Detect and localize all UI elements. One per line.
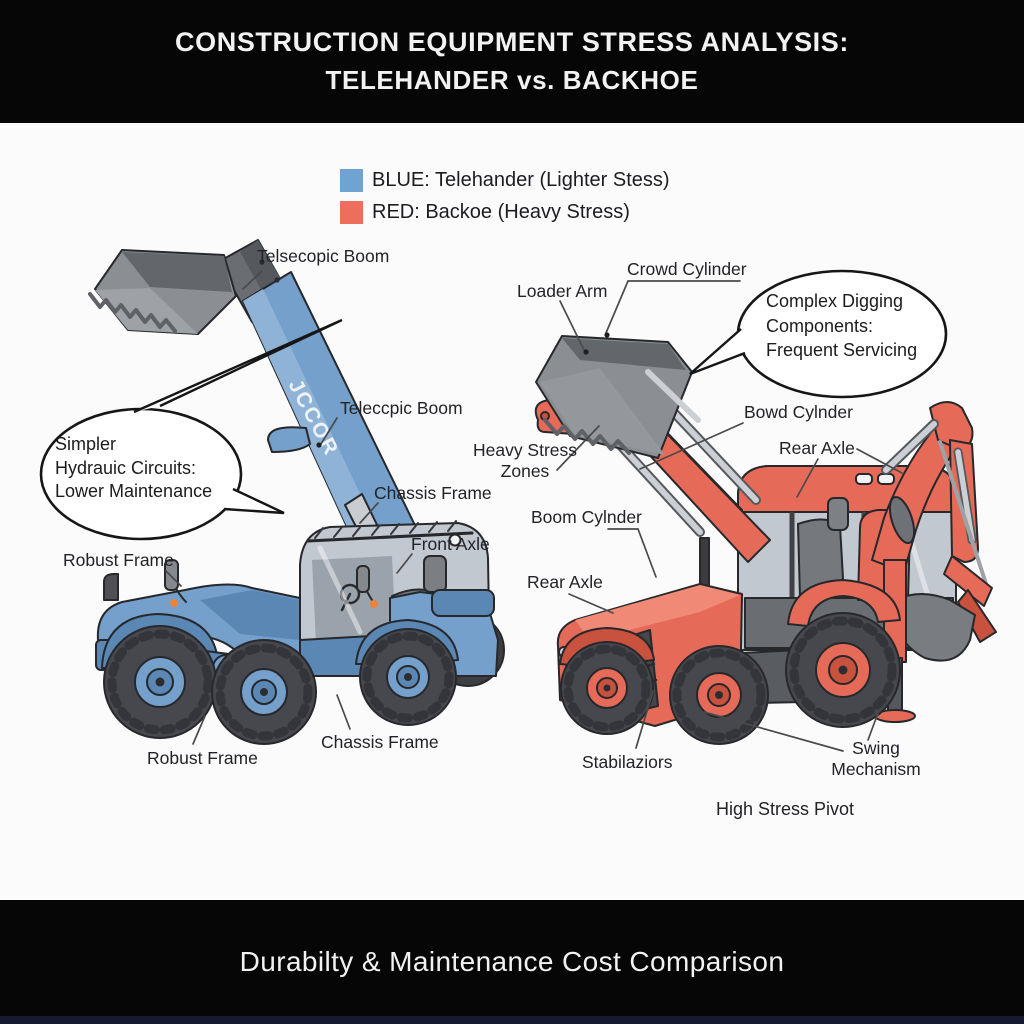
- telehandler-wheel-front: [359, 628, 457, 726]
- telehandler-illustration: JCCOR: [88, 239, 505, 745]
- backhoe-wheel-rear: [785, 612, 901, 728]
- backhoe-wheel-mid: [669, 645, 769, 745]
- label-stabilizers: Stabilaziors: [582, 752, 673, 772]
- right-bubble-line: Frequent Servicing: [766, 340, 918, 360]
- page-title-line1: CONSTRUCTION EQUIPMENT STRESS ANALYSIS:: [175, 27, 849, 57]
- leader-lines: [165, 270, 903, 752]
- legend-label: BLUE: Telehander (Lighter Stess): [372, 168, 670, 191]
- label-chassis-frame-bottom: Chassis Frame: [321, 732, 439, 752]
- legend-item-telehandler: BLUE: Telehander (Lighter Stess): [340, 168, 670, 192]
- left-bubble-line: Lower Maintenance: [55, 481, 213, 501]
- label-heavy-stress-zones: Heavy Stress Zones: [472, 440, 578, 481]
- label-front-axle: Front Axle: [411, 534, 490, 554]
- backhoe-wheel-front: [560, 641, 654, 735]
- blue-swatch-icon: [340, 168, 363, 192]
- label-robust-frame-bottom: Robust Frame: [147, 748, 258, 768]
- right-bubble-line: Complex Digging: [766, 291, 904, 311]
- label-telescopic-boom-mid: Teleccpic Boom: [340, 398, 463, 418]
- legend-item-backhoe: RED: Backoe (Heavy Stress): [340, 200, 630, 224]
- label-crowd-cylinder: Crowd Cylinder: [627, 259, 747, 279]
- label-high-stress-pivot: High Stress Pivot: [716, 799, 855, 819]
- right-bubble-line: Components:: [766, 315, 874, 336]
- telehandler-wheel-mid: [211, 639, 317, 745]
- label-boom-cylinder: Boom Cylnder: [531, 507, 642, 527]
- telehandler-wheel-rear: [103, 625, 217, 739]
- red-swatch-icon: [340, 200, 363, 224]
- footer-caption: Durabilty & Maintenance Cost Comparison: [239, 946, 785, 977]
- left-bubble-line: Simpler: [55, 434, 117, 454]
- label-rear-axle-right: Rear Axle: [779, 438, 855, 458]
- left-bubble-line: Hydrauic Circuits:: [55, 457, 197, 478]
- right-bubble-text: Complex Digging Components: Frequent Ser…: [766, 289, 917, 363]
- footer-banner: Durabilty & Maintenance Cost Comparison: [0, 900, 1024, 1024]
- label-robust-frame-top: Robust Frame: [63, 550, 174, 570]
- label-rear-axle-left: Rear Axle: [527, 572, 603, 592]
- title-banner: CONSTRUCTION EQUIPMENT STRESS ANALYSIS: …: [0, 0, 1024, 123]
- bottom-edge-strip: [0, 1016, 1024, 1024]
- legend-label: RED: Backoe (Heavy Stress): [372, 200, 630, 223]
- backhoe-illustration: [534, 335, 997, 745]
- page-title-line2: TELEHANDER vs. BACKHOE: [325, 65, 699, 95]
- label-bowd-cylinder: Bowd Cylnder: [744, 402, 853, 422]
- label-swing-mechanism: Swing Mechanism: [831, 738, 921, 779]
- speech-bubble-right: [689, 269, 948, 399]
- label-telescopic-boom-top: Telsecopic Boom: [257, 246, 390, 266]
- speech-bubble-left: [39, 318, 343, 541]
- label-chassis-frame-top: Chassis Frame: [374, 483, 492, 503]
- label-loader-arm: Loader Arm: [517, 281, 608, 301]
- left-bubble-text: Simpler Hydrauic Circuits: Lower Mainten…: [55, 433, 212, 504]
